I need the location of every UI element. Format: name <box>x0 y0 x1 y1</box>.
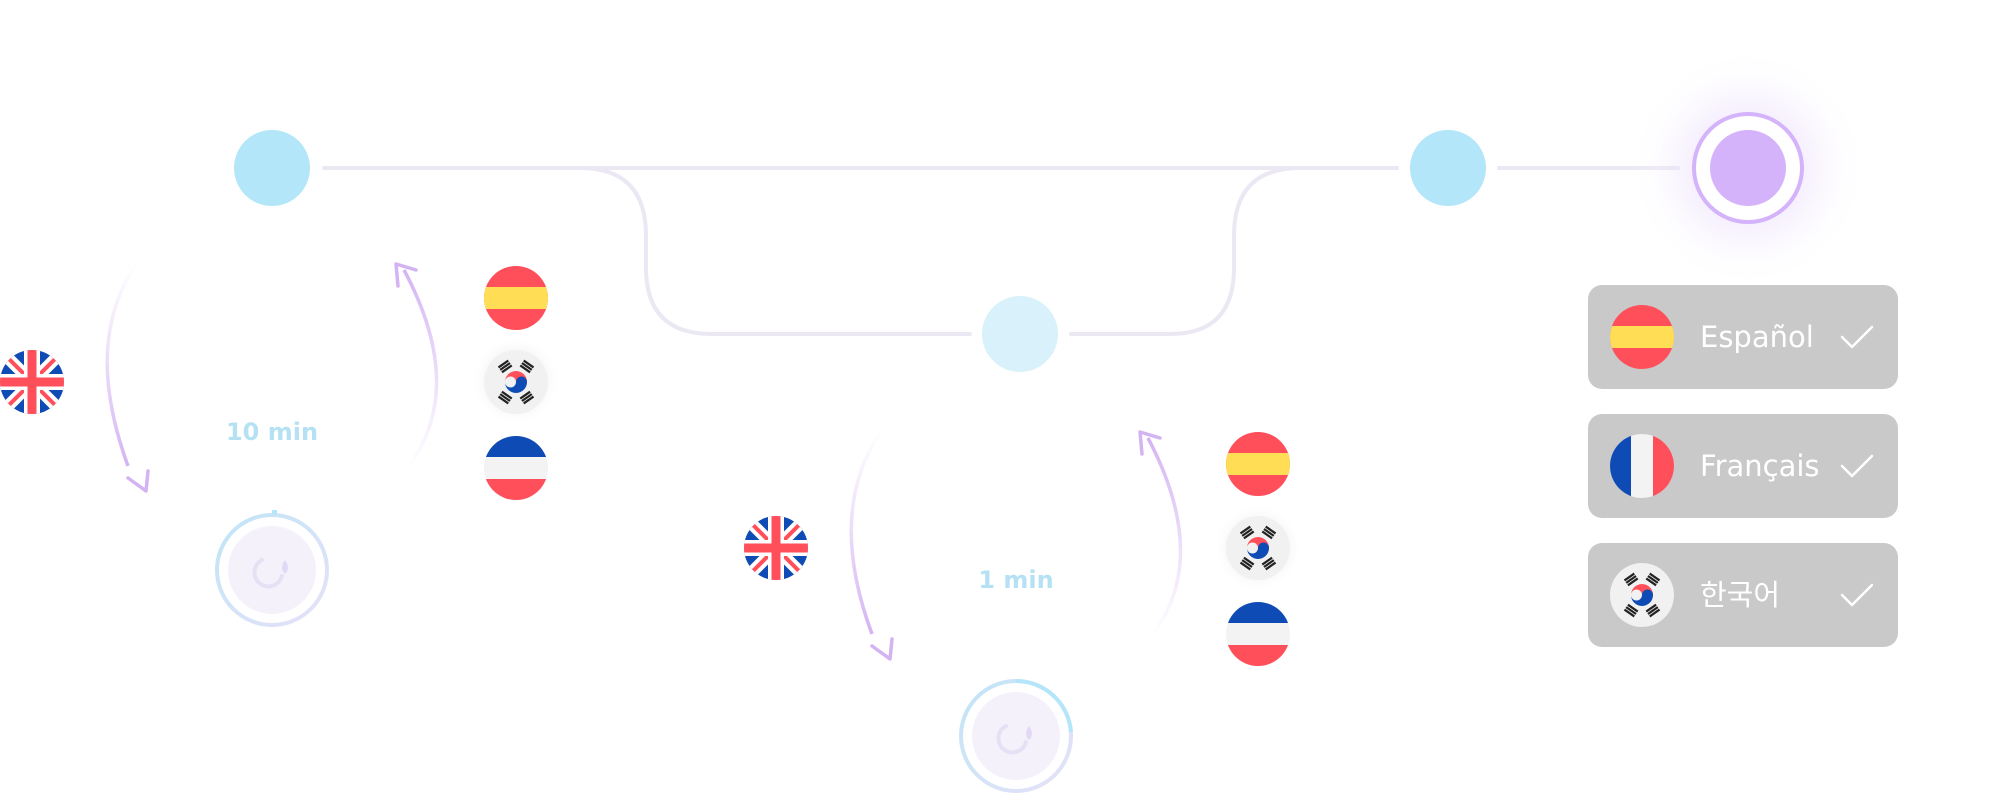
france-flag-icon <box>1226 602 1290 666</box>
arrow-arc-left <box>849 428 884 635</box>
arrow-head-down-icon <box>126 469 150 493</box>
uk-flag-icon <box>744 516 808 580</box>
language-label: 한국어 <box>1700 578 1781 612</box>
workflow-node-start <box>234 130 310 206</box>
workflow-node-output <box>1628 48 1868 288</box>
translation-group-2: 1 min <box>744 428 1302 793</box>
branch-left <box>578 166 972 336</box>
timer-label-1min: 1 min <box>978 566 1053 594</box>
arrow-arc-left <box>105 260 140 467</box>
progress-spinner-icon <box>215 509 329 627</box>
korea-flag-icon <box>1610 563 1674 627</box>
translation-group-1: 10 min <box>0 260 560 627</box>
korea-flag-icon <box>484 350 548 414</box>
spain-flag-icon <box>1226 432 1290 496</box>
arrow-head-up-icon <box>394 262 418 288</box>
spain-flag-icon <box>484 266 548 330</box>
france-flag-icon <box>1610 434 1674 498</box>
check-icon <box>1840 583 1874 607</box>
workflow-node-branch <box>982 296 1058 372</box>
language-label: Français <box>1700 449 1820 483</box>
language-label: Español <box>1700 320 1814 354</box>
check-icon <box>1840 454 1874 478</box>
workflow-node-merge <box>1410 130 1486 206</box>
check-icon <box>1840 325 1874 349</box>
spain-flag-icon <box>1610 305 1674 369</box>
arrow-arc-right <box>402 269 439 472</box>
arrow-head-down-icon <box>870 637 894 661</box>
language-card-french[interactable]: Français <box>1588 414 1898 518</box>
language-card-korean[interactable]: 한국어 <box>1588 543 1898 647</box>
france-flag-icon <box>484 436 548 500</box>
connector-lines <box>322 166 1680 336</box>
language-card-spanish[interactable]: Español <box>1588 285 1898 389</box>
arrow-head-up-icon <box>1138 430 1162 456</box>
branch-right <box>1069 166 1302 336</box>
korea-flag-icon <box>1226 516 1290 580</box>
progress-spinner-icon <box>959 678 1073 793</box>
arrow-arc-right <box>1146 437 1183 640</box>
uk-flag-icon <box>0 350 64 414</box>
timer-label-10min: 10 min <box>226 418 318 446</box>
